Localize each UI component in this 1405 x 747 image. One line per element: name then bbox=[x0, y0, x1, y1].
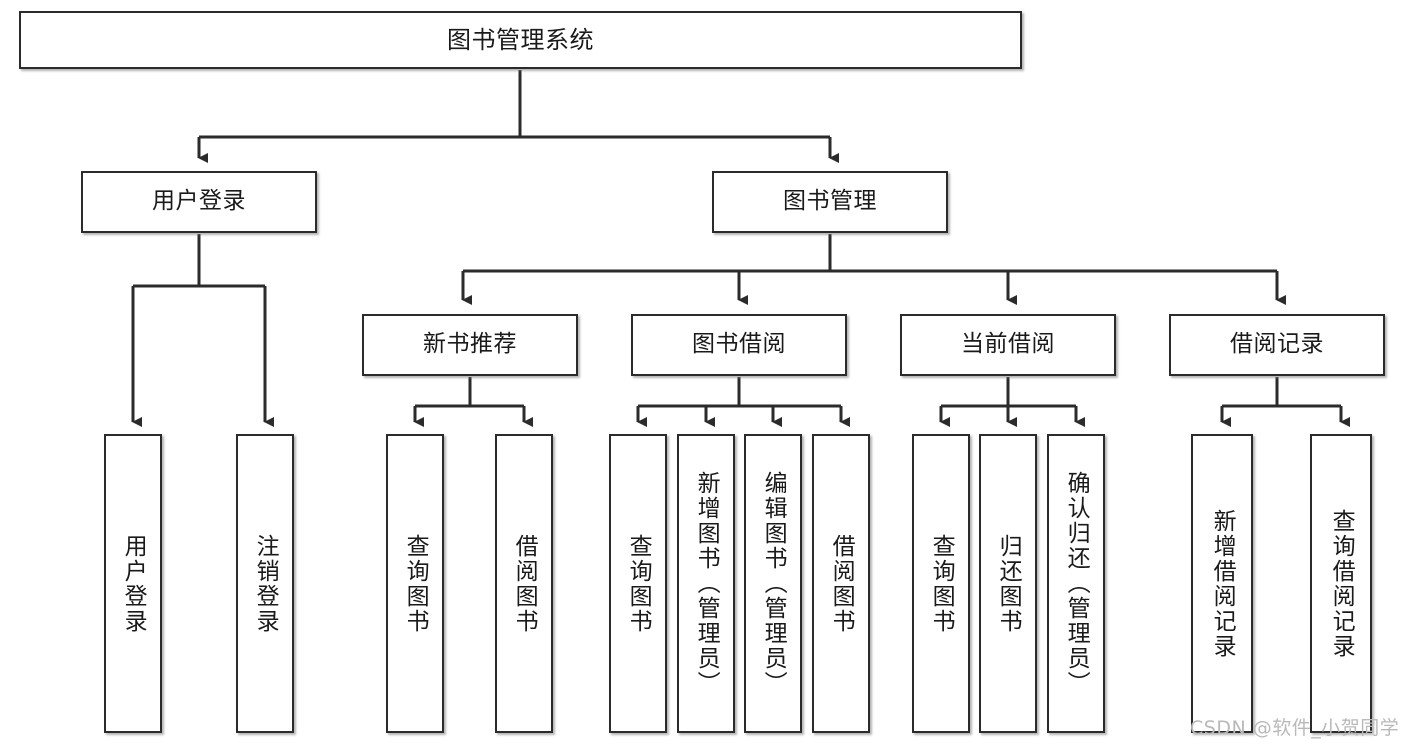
node-leaf-query-book-bb[interactable]: 查询图书 bbox=[609, 434, 667, 733]
node-leaf-return-book-label: 归还图书 bbox=[995, 533, 1022, 634]
node-borrow-record[interactable]: 借阅记录 bbox=[1169, 314, 1385, 376]
node-leaf-add-borrow-record[interactable]: 新增借阅记录 bbox=[1191, 434, 1253, 733]
node-leaf-borrow-book-nb[interactable]: 借阅图书 bbox=[495, 434, 553, 733]
node-borrow-record-label: 借阅记录 bbox=[1230, 331, 1324, 358]
node-leaf-user-login-label: 用户登录 bbox=[120, 533, 147, 634]
node-leaf-query-book-nb-label: 查询图书 bbox=[402, 533, 429, 634]
node-book-borrow-label: 图书借阅 bbox=[692, 331, 786, 358]
node-leaf-query-book-nb[interactable]: 查询图书 bbox=[386, 434, 444, 733]
node-leaf-return-book[interactable]: 归还图书 bbox=[979, 434, 1037, 733]
node-leaf-borrow-book-bb[interactable]: 借阅图书 bbox=[812, 434, 870, 733]
node-leaf-query-book-cb-label: 查询图书 bbox=[928, 533, 955, 634]
node-book-manage-label: 图书管理 bbox=[783, 188, 877, 215]
node-root[interactable]: 图书管理系统 bbox=[19, 11, 1022, 69]
node-leaf-confirm-return-admin-label: 确认归还（管理员） bbox=[1063, 471, 1090, 696]
node-new-book-recommend[interactable]: 新书推荐 bbox=[362, 314, 578, 376]
node-leaf-edit-book-admin-label: 编辑图书（管理员） bbox=[760, 471, 787, 696]
node-book-borrow[interactable]: 图书借阅 bbox=[631, 314, 847, 376]
node-current-borrow[interactable]: 当前借阅 bbox=[900, 314, 1116, 376]
node-leaf-user-login[interactable]: 用户登录 bbox=[104, 434, 162, 733]
node-leaf-add-book-admin-label: 新增图书（管理员） bbox=[693, 471, 720, 696]
node-new-book-recommend-label: 新书推荐 bbox=[423, 331, 517, 358]
node-leaf-borrow-book-bb-label: 借阅图书 bbox=[828, 533, 855, 634]
node-leaf-logout[interactable]: 注销登录 bbox=[236, 434, 294, 733]
node-leaf-query-book-cb[interactable]: 查询图书 bbox=[912, 434, 970, 733]
node-leaf-edit-book-admin[interactable]: 编辑图书（管理员） bbox=[744, 434, 802, 733]
node-leaf-add-book-admin[interactable]: 新增图书（管理员） bbox=[677, 434, 735, 733]
node-leaf-add-borrow-record-label: 新增借阅记录 bbox=[1209, 508, 1236, 659]
node-user-login-label: 用户登录 bbox=[152, 188, 246, 215]
node-root-label: 图书管理系统 bbox=[447, 25, 594, 54]
node-book-manage[interactable]: 图书管理 bbox=[712, 171, 948, 233]
node-leaf-logout-label: 注销登录 bbox=[252, 533, 279, 634]
node-leaf-query-book-bb-label: 查询图书 bbox=[625, 533, 652, 634]
node-current-borrow-label: 当前借阅 bbox=[961, 331, 1055, 358]
node-leaf-query-borrow-record[interactable]: 查询借阅记录 bbox=[1310, 434, 1372, 733]
node-leaf-borrow-book-nb-label: 借阅图书 bbox=[511, 533, 538, 634]
node-user-login[interactable]: 用户登录 bbox=[81, 171, 317, 233]
node-leaf-query-borrow-record-label: 查询借阅记录 bbox=[1328, 508, 1355, 659]
node-leaf-confirm-return-admin[interactable]: 确认归还（管理员） bbox=[1047, 434, 1105, 733]
